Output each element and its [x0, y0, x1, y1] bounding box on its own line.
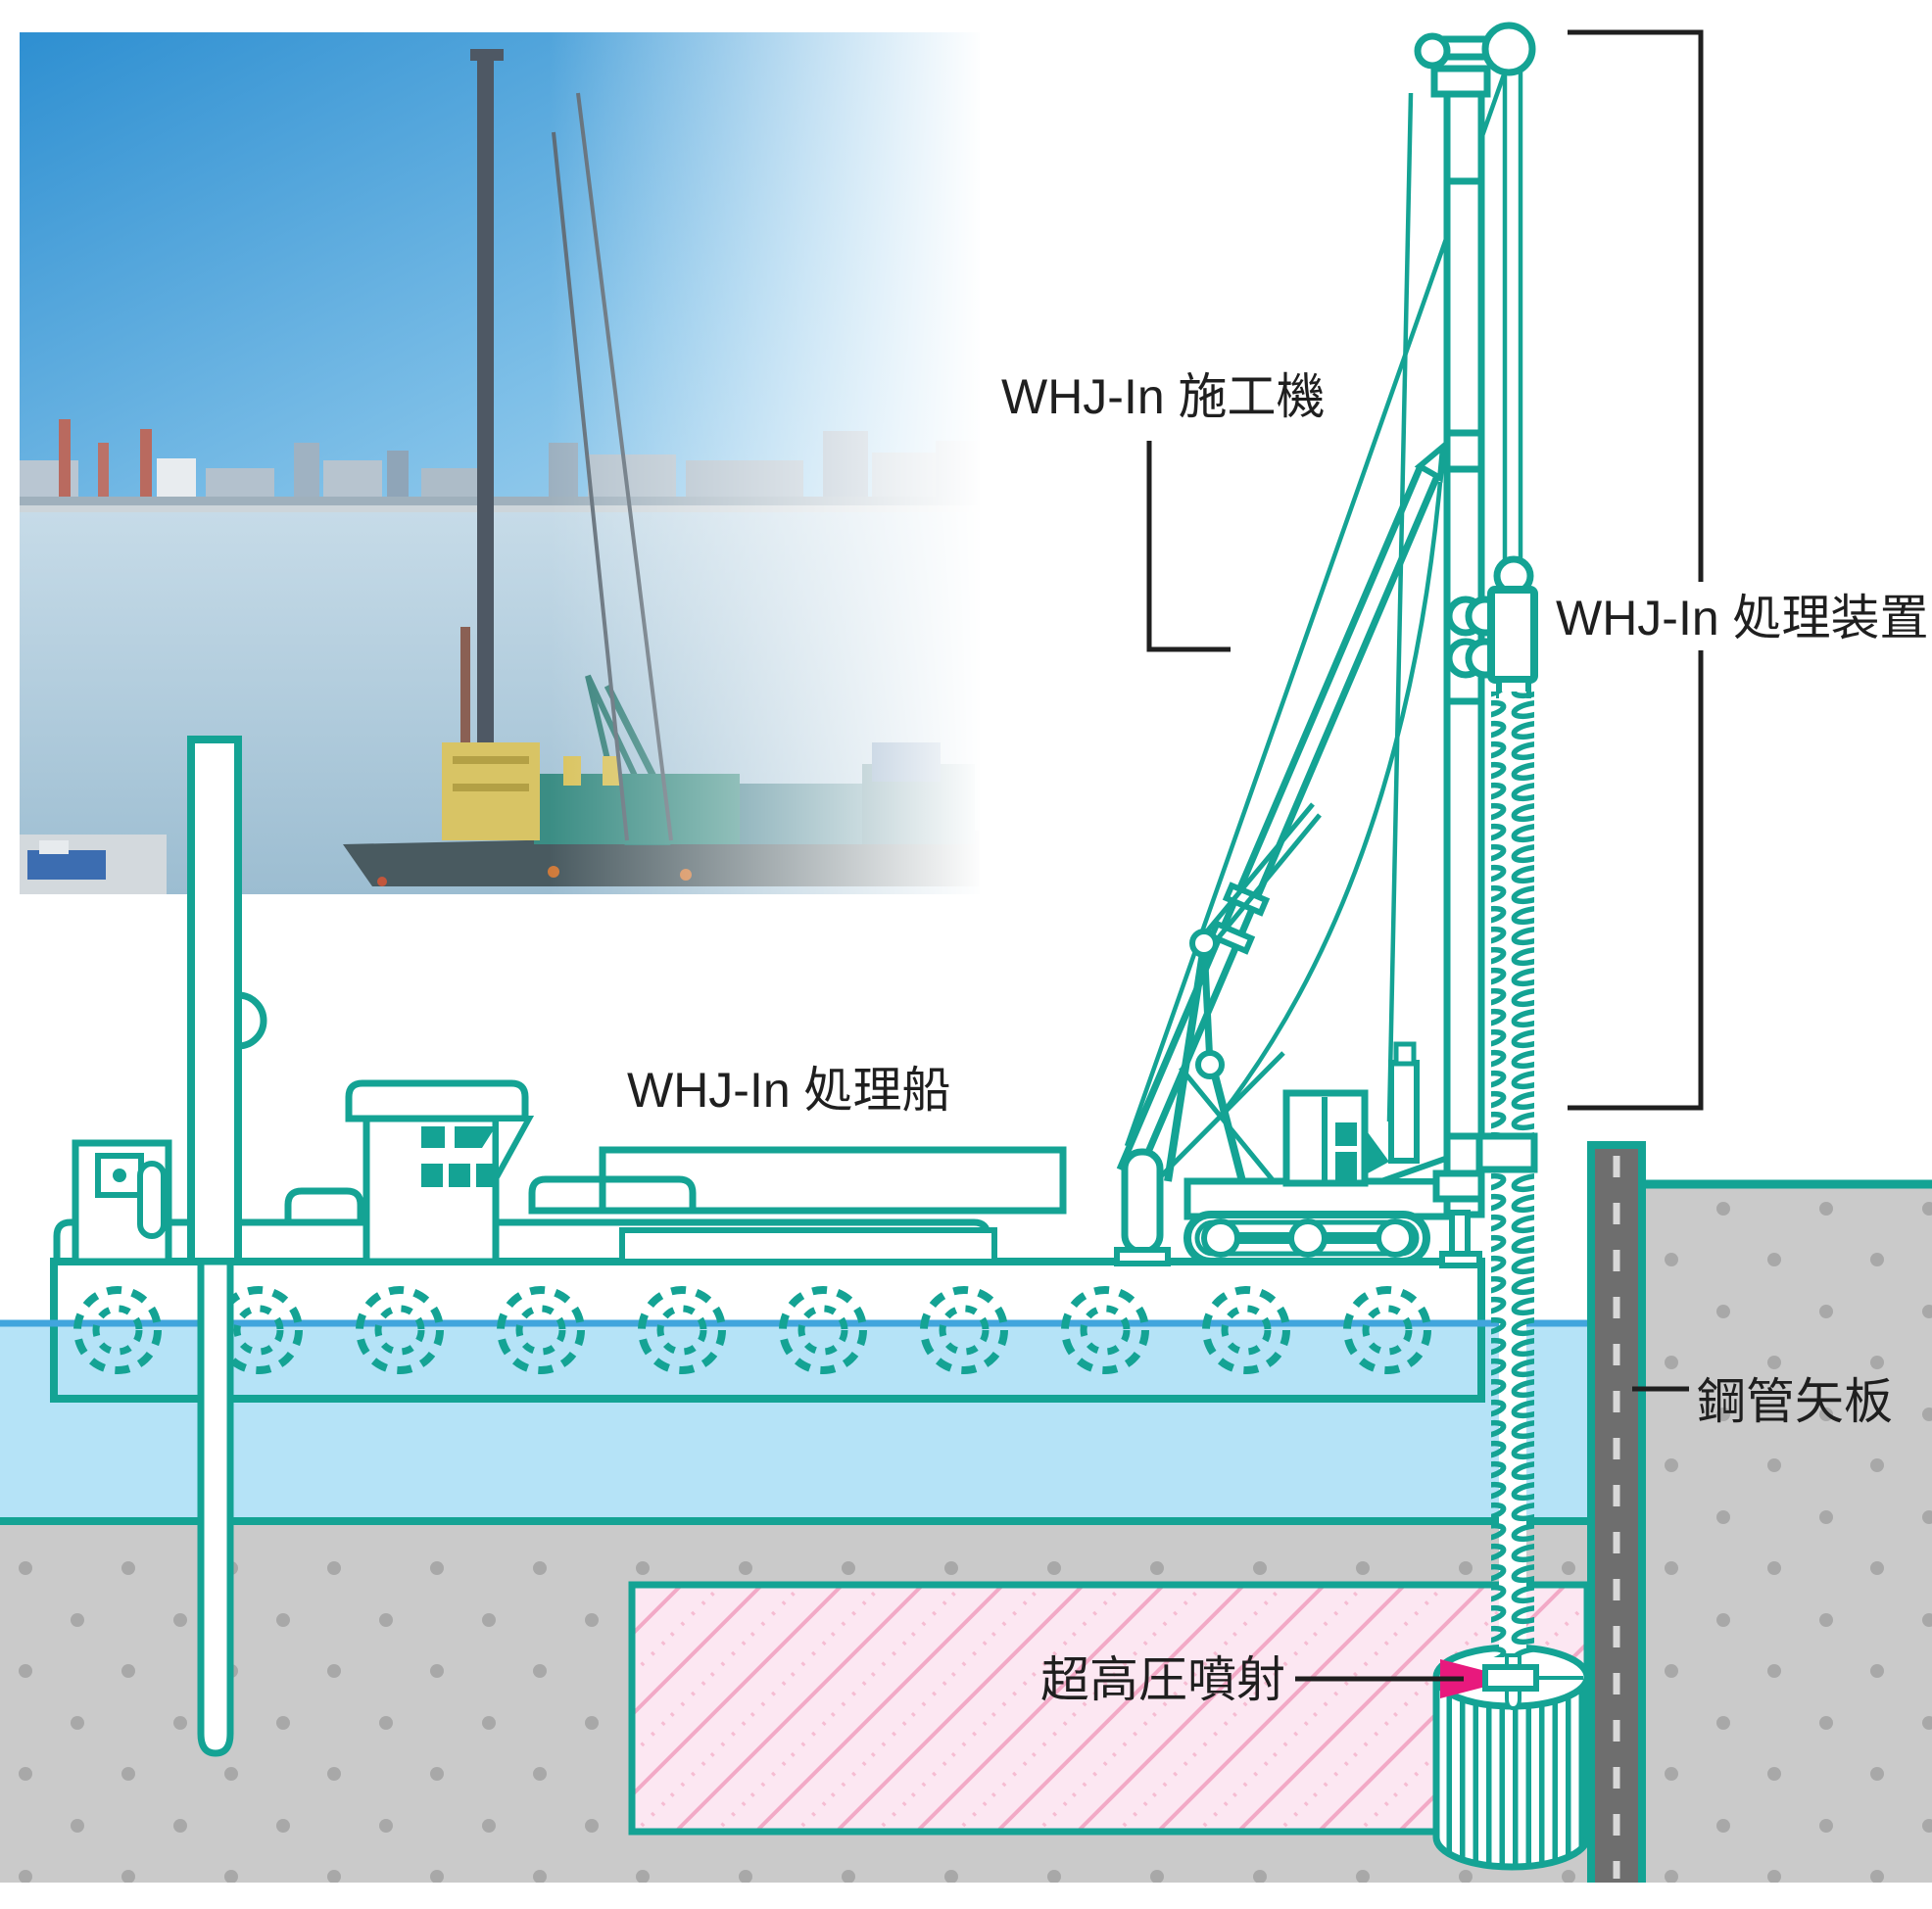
deckhouse-low [619, 1227, 997, 1265]
screw-drill-rod [1475, 692, 1538, 1711]
top-sheave-large [1481, 22, 1536, 76]
jet-spray-wedge [1440, 1659, 1516, 1698]
hoist-rope [1386, 92, 1414, 1122]
machine-body [1114, 1041, 1452, 1266]
processing-device-assembly [1445, 71, 1538, 698]
label-processing-device: WHJ-In 処理装置 [1556, 591, 1929, 645]
slack-cable [1218, 481, 1443, 1119]
rotary-drive-unit [1487, 586, 1538, 684]
jet-monitor-nozzle [1482, 1664, 1539, 1692]
crawler-rig [1114, 22, 1538, 1711]
deck-box-left [72, 1139, 172, 1265]
leader-machine [1146, 441, 1231, 652]
treated-soil-zone [628, 1581, 1591, 1836]
photo-right-fade [549, 32, 985, 894]
barge-superstructure [53, 736, 1067, 1757]
cab-side-window [1368, 1132, 1389, 1173]
hull-float-rings [73, 1286, 1431, 1374]
annotations: WHJ-In 施工機 WHJ-In 処理装置 WHJ-In 処理船 鋼管矢板 超… [627, 29, 1932, 1707]
label-sheet-pile: 鋼管矢板 [1697, 1374, 1893, 1429]
label-construction-machine: WHJ-In 施工機 [1001, 369, 1326, 424]
steel-pipe-sheet-pile [1587, 1141, 1646, 1883]
bridge-tower [345, 1079, 535, 1265]
gantry-a-frame [1154, 802, 1322, 1183]
crawler-tracks [1183, 1211, 1430, 1265]
support-leg [1121, 1148, 1164, 1256]
deck-hut-striped-mid [528, 1175, 697, 1215]
photo-inset [20, 32, 985, 894]
photo-foreground-dock [20, 835, 387, 894]
water [0, 1323, 1591, 1525]
label-processing-vessel: WHJ-In 処理船 [627, 1063, 951, 1118]
gantry-pivot-sheave [1189, 929, 1219, 958]
rod-deck-guide [1475, 1132, 1538, 1173]
label-ultra-high-pressure-jet: 超高圧噴射 [1040, 1652, 1285, 1707]
label-device-bg [1546, 582, 1932, 650]
bracket-processing-device [1568, 29, 1704, 1111]
top-sheave-small [1414, 32, 1451, 70]
ground-right [1644, 1179, 1932, 1883]
spud-pile-lower [197, 1258, 234, 1757]
photo-bridge [20, 497, 980, 505]
spud-pile [187, 736, 267, 1757]
deck-hut-striped-left [284, 1187, 364, 1226]
